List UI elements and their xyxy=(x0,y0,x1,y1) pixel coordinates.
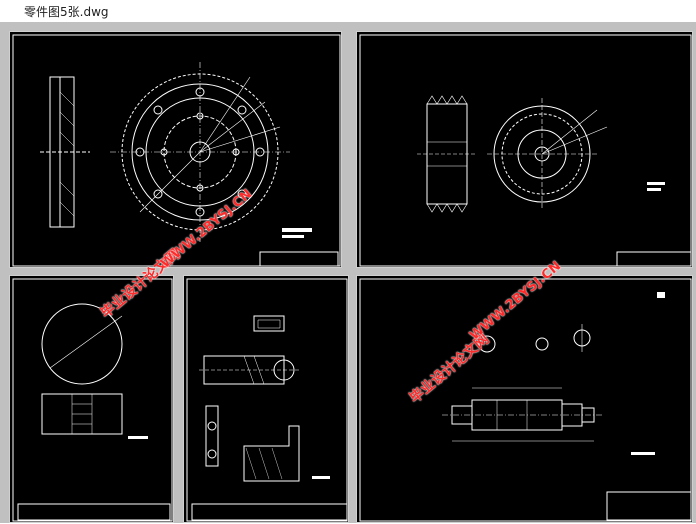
shaft-drawing xyxy=(359,278,692,522)
drawing-canvas[interactable]: 毕业设计论文网 WWW.2BYSJ.CN 毕业设计论文网 WWW.2BYSJ.C… xyxy=(0,22,696,523)
sheet-sleeve[interactable] xyxy=(9,275,174,523)
sheet-pulley[interactable] xyxy=(356,31,693,268)
sheet-shaft[interactable] xyxy=(356,275,693,523)
pulley-drawing xyxy=(359,34,692,267)
disc-flange-drawing xyxy=(12,34,341,267)
window-title-bar: 零件图5张.dwg xyxy=(0,0,696,23)
sleeve-drawing xyxy=(12,278,173,522)
sheet-disc-flange[interactable] xyxy=(9,31,342,268)
window-title: 零件图5张.dwg xyxy=(24,5,109,19)
lever-parts-drawing xyxy=(186,278,348,522)
sheet-lever-parts[interactable] xyxy=(183,275,349,523)
